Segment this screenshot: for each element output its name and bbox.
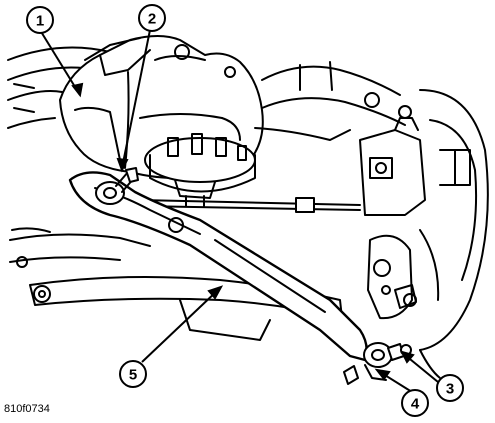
callout-5-number: 5 [129,367,137,384]
leader-arrow-4 [374,368,391,381]
callout-3-number: 3 [446,381,454,398]
callout-1: 1 [26,6,54,34]
leader-arrow-1 [71,82,84,98]
upper-mount-bolt [95,167,139,205]
hardware-bolts [16,217,417,307]
track-bar-rod [139,197,361,213]
callout-4: 4 [401,389,429,417]
brake-rotor [419,89,489,379]
frame-crossmember [254,61,406,141]
leader-line-2 [121,29,151,169]
callout-5: 5 [119,360,147,388]
pinion-flange [144,133,256,207]
leader-line-5 [141,289,219,363]
leader-line-1 [39,29,81,96]
leader-arrow-2 [116,157,129,173]
brake-caliper [359,105,426,216]
callout-4-number: 4 [411,396,420,413]
figure-id-label: 810f0734 [4,403,50,415]
callout-2-number: 2 [148,11,156,28]
steering-knuckle [367,234,417,320]
leader-line-3 [404,354,439,383]
leader-lines [39,29,439,393]
leader-arrow-5 [207,285,224,300]
leader-arrow-3 [400,350,415,364]
callout-3: 3 [436,374,464,402]
callout-2: 2 [138,4,166,32]
callout-1-number: 1 [36,13,44,30]
